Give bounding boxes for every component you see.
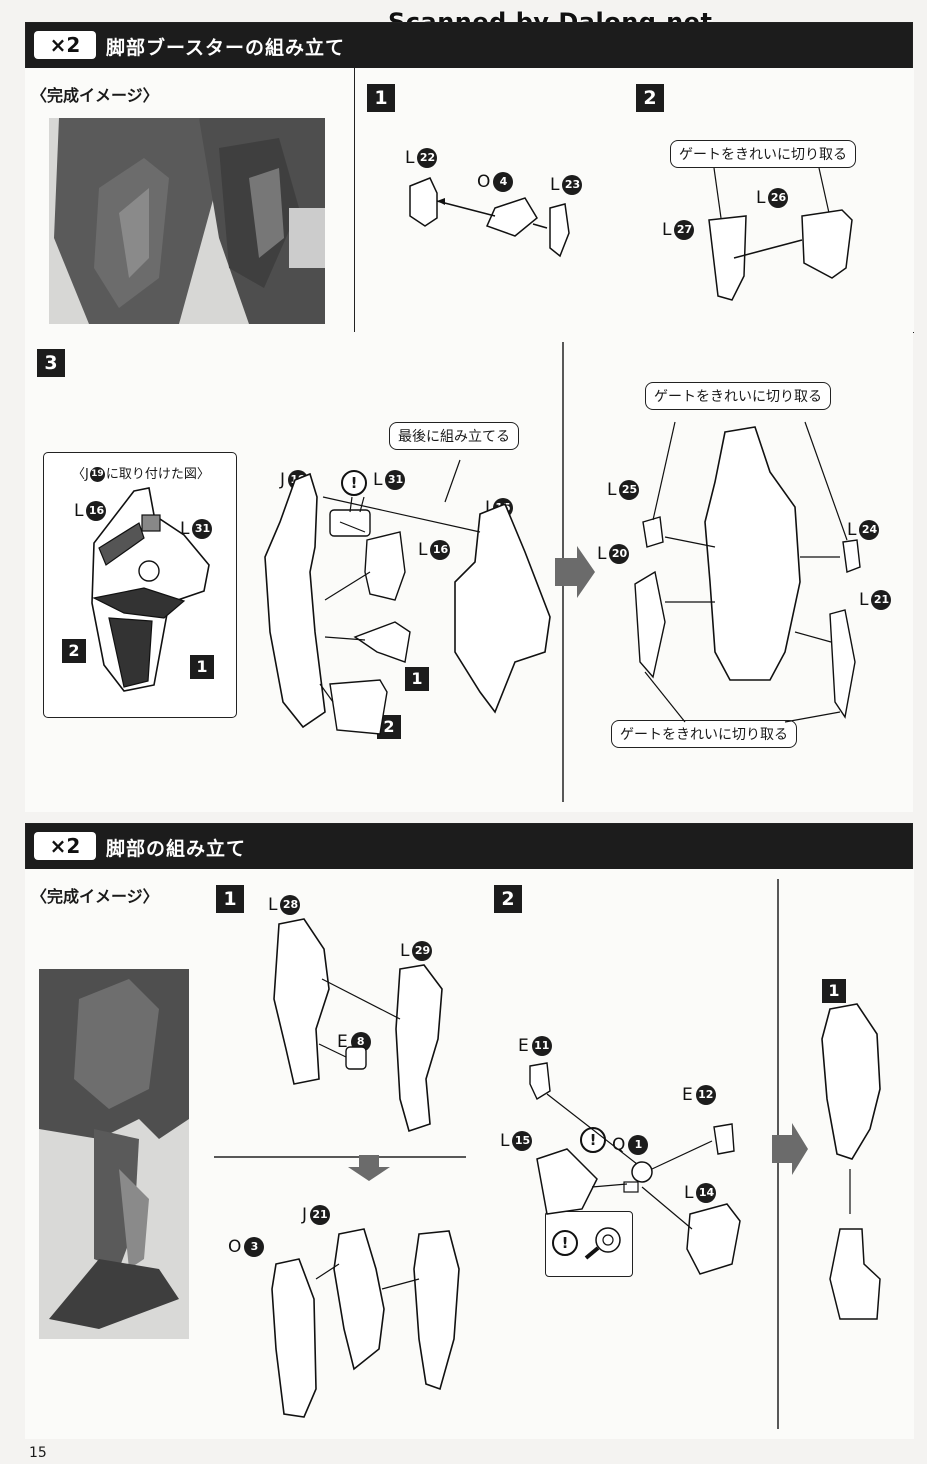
part-number: 16	[86, 501, 107, 521]
page-number: 15	[29, 1445, 47, 1461]
completion-image-panel: 〈完成イメージ〉	[25, 68, 355, 333]
sub-step-1: 1	[822, 979, 846, 1003]
step-number: 3	[37, 349, 65, 377]
part-number: 1	[628, 1135, 649, 1155]
detail-diagram	[584, 1227, 621, 1260]
part-number: 28	[280, 895, 301, 915]
warning-icon: !	[552, 1230, 578, 1256]
completion-photo	[49, 118, 325, 324]
part-number: 20	[609, 544, 630, 564]
multiplier-badge: ×2	[34, 832, 96, 860]
detail-inset: !	[545, 1211, 633, 1277]
part-number: 31	[192, 519, 213, 539]
section-header: ×2 脚部ブースターの組み立て	[26, 23, 912, 68]
part-number: 21	[871, 590, 892, 610]
step-number: 2	[494, 885, 522, 913]
part-number: 27	[674, 220, 695, 240]
inset-step-2: 2	[62, 639, 86, 663]
step1-diagram	[214, 918, 466, 1418]
section-header: ×2 脚部の組み立て	[26, 824, 912, 869]
booster-photo-illustration	[49, 118, 325, 324]
gate-callout-bottom: ゲートをきれいに切り取る	[611, 720, 797, 748]
part-number: 24	[859, 520, 880, 540]
part-number: 25	[619, 480, 640, 500]
assemble-last-callout: 最後に組み立てる	[389, 422, 519, 450]
step2-diagram	[708, 167, 853, 301]
inset-step-1: 1	[190, 655, 214, 679]
completion-image-label: 〈完成イメージ〉	[31, 887, 159, 906]
gate-callout: ゲートをきれいに切り取る	[670, 140, 856, 168]
part-number: 19	[89, 467, 105, 482]
part-number: 21	[310, 1205, 331, 1225]
part-number: 23	[562, 175, 583, 195]
warning-icon: !	[341, 470, 367, 496]
part-number: 31	[385, 470, 406, 490]
part-number: 14	[696, 1183, 717, 1203]
completion-image-panel: 〈完成イメージ〉	[25, 869, 205, 1439]
warning-icon: !	[580, 1127, 606, 1153]
leg-photo-illustration	[39, 969, 189, 1329]
multiplier-badge: ×2	[34, 31, 96, 59]
completion-image-label: 〈完成イメージ〉	[31, 86, 159, 105]
step-number: 1	[216, 885, 244, 913]
part-number: 12	[695, 1085, 716, 1105]
step-number: 2	[636, 84, 664, 112]
inset-diagram	[91, 487, 210, 692]
part-number: 4	[493, 172, 514, 192]
gate-callout-top: ゲートをきれいに切り取る	[645, 382, 831, 410]
step2-diagram	[529, 879, 881, 1429]
completion-photo	[39, 969, 189, 1339]
step3-diagram	[264, 342, 861, 802]
sub-step-1: 1	[405, 667, 429, 691]
part-number: 16	[430, 540, 451, 560]
part-number: 29	[412, 941, 433, 961]
part-number: 26	[768, 188, 789, 208]
section-title: 脚部の組み立て	[106, 838, 247, 860]
section-title: 脚部ブースターの組み立て	[106, 37, 346, 59]
part-number: 22	[417, 148, 438, 168]
step1-diagram	[409, 177, 570, 258]
step-number: 1	[367, 84, 395, 112]
part-number: 15	[512, 1131, 533, 1151]
part-number: 3	[244, 1237, 265, 1257]
part-number: 11	[531, 1036, 552, 1056]
